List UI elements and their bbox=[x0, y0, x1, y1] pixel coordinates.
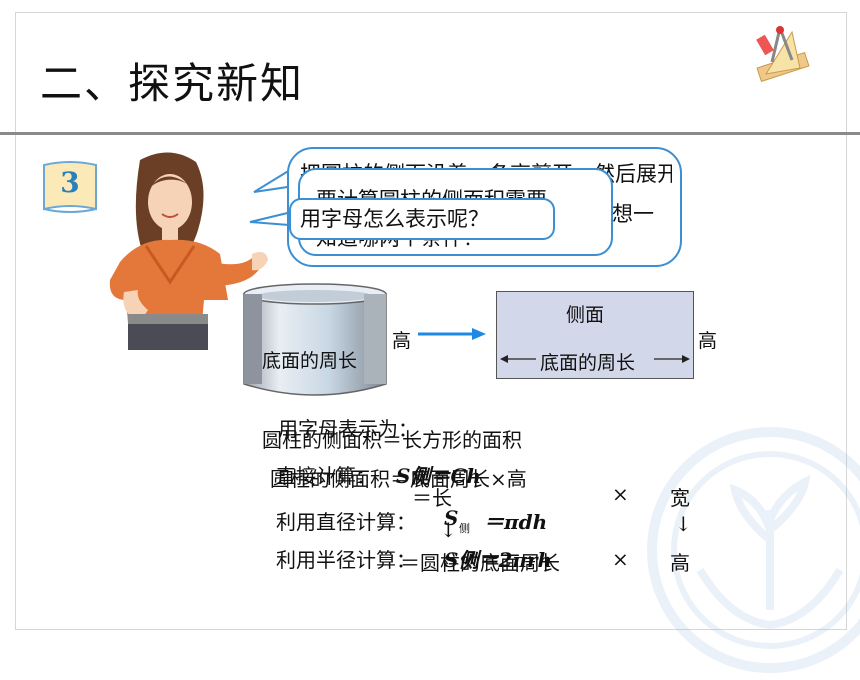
formula-overlay-direct: 直接计算： bbox=[276, 464, 376, 488]
slide-title: 二、探究新知 bbox=[40, 59, 305, 108]
formula-line-3-right: 宽 bbox=[670, 486, 690, 510]
cylinder-base-circumference-label: 底面的周长 bbox=[262, 350, 358, 372]
slide-frame bbox=[15, 12, 847, 630]
example-number: 3 bbox=[60, 166, 80, 199]
speech-bubble-front bbox=[289, 198, 555, 240]
unrolled-side-rectangle bbox=[496, 291, 694, 379]
teacher-illustration bbox=[109, 152, 268, 350]
rect-bottom-label: 底面的周长 bbox=[540, 352, 636, 374]
formula-line-2: 圆柱的侧面积＝底面周长×高 bbox=[270, 467, 527, 491]
formula-radius-times: × bbox=[612, 547, 629, 571]
formula-overlay-letters: 用字母表示为： bbox=[278, 417, 418, 441]
formula-radius-mid: ＝圆柱的底面周长 bbox=[400, 551, 560, 575]
circumference-dimension-arrow bbox=[500, 355, 690, 363]
transform-arrow-icon bbox=[418, 328, 486, 340]
bubble-back-line3-tail: 想一 bbox=[612, 202, 654, 226]
title-divider bbox=[0, 132, 860, 135]
math-tools-logo-icon bbox=[756, 26, 810, 83]
formula-radius-overlay: S侧＝2πrh bbox=[444, 548, 553, 572]
down-arrow-right: ↓ bbox=[675, 512, 692, 536]
down-arrow-left: ↓ bbox=[440, 518, 457, 542]
formula-overlay-sch: S侧＝Ch bbox=[396, 464, 481, 488]
formula-radius-label: 利用半径计算： bbox=[276, 548, 416, 572]
formula-radius-right: 高 bbox=[670, 551, 690, 575]
bubble-front-text: 用字母怎么表示呢？ bbox=[300, 207, 489, 231]
rect-height-label: 高 bbox=[698, 330, 718, 352]
formula-line-1: 圆柱的侧面积＝长方形的面积 bbox=[262, 428, 522, 452]
formula-diameter-s: S bbox=[444, 506, 459, 530]
formula-diameter-label: 利用直径计算： bbox=[276, 510, 416, 534]
formula-line-3-left: ＝长 bbox=[412, 486, 452, 510]
rect-side-label: 侧面 bbox=[566, 304, 605, 326]
cylinder-height-label: 高 bbox=[392, 330, 412, 352]
example-number-badge bbox=[43, 161, 97, 213]
cylinder-side-diagram bbox=[243, 283, 387, 396]
formula-diameter-sub: 侧 bbox=[459, 522, 470, 535]
formula-line-3-times: × bbox=[612, 482, 629, 506]
formula-diameter-rhs: ＝πdh bbox=[484, 510, 548, 534]
